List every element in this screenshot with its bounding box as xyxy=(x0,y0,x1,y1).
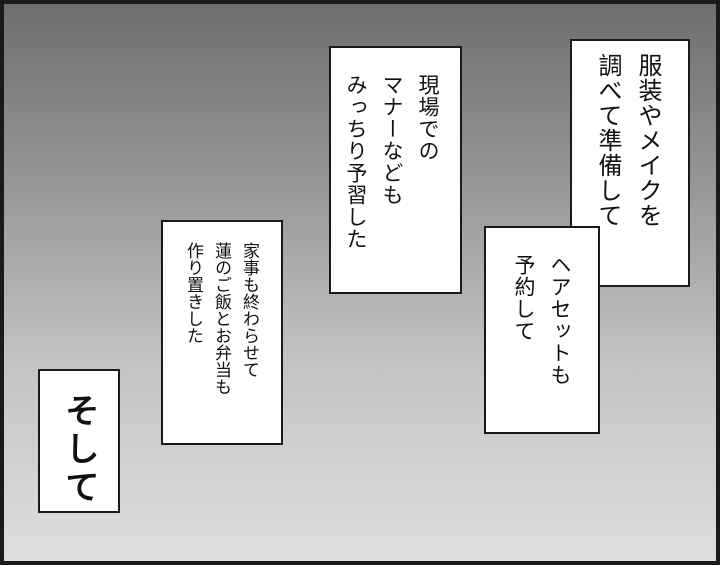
caption-box-and-then: そして xyxy=(38,369,120,513)
caption-box-hair-appointment: ヘアセットも 予約して xyxy=(484,226,600,434)
caption-text-manners: 現場での マナーなども みっちり予習した xyxy=(344,74,440,250)
caption-text-preparation: 服装やメイクを 調べて準備して xyxy=(594,53,662,228)
caption-text-hair-appointment: ヘアセットも 予約して xyxy=(512,254,572,386)
caption-box-manners: 現場での マナーなども みっちり予習した xyxy=(329,46,462,294)
caption-box-chores: 家事も終わらせて 蓮のご飯とお弁当も 作り置きした xyxy=(161,220,283,445)
caption-text-and-then: そして xyxy=(59,393,99,507)
caption-text-chores: 家事も終わらせて 蓮のご飯とお弁当も 作り置きした xyxy=(183,242,259,395)
